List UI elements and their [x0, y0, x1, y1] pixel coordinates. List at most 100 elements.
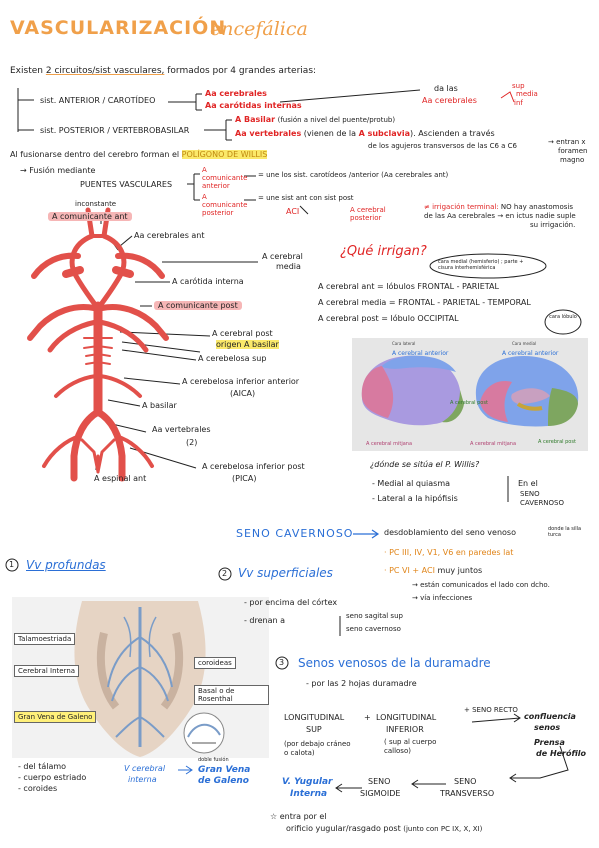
vein-box-rosenthal: Basal o de Rosenthal: [194, 685, 269, 705]
senos-entra2: orificio yugular/rasgado post: [286, 824, 401, 833]
brain-image: Cara lateral Cara medial A cerebral ante…: [352, 338, 588, 451]
donde-r3: CAVERNOSO: [520, 499, 565, 507]
posterior-vert-note1: (vienen de la: [303, 129, 357, 138]
senos-prensa1: Prensa: [534, 738, 565, 747]
seno-pc2b: muy juntos: [437, 566, 483, 575]
senos-entra3: (junto con PC IX, X, XI): [403, 825, 483, 833]
willis-comunic-ant: A comunicante anterior: [202, 166, 248, 190]
label-cer-media2: media: [276, 262, 301, 271]
willis-irrig3: de las Aa cerebrales: [424, 212, 496, 220]
brain-cara-lateral: Cara lateral: [392, 341, 416, 346]
brain-cara-medial: Cara medial: [512, 341, 537, 346]
label-vert1: Aa vertebrales: [152, 425, 211, 434]
donde-r1: En el: [518, 479, 538, 488]
seno-desc: desdoblamiento del seno venoso: [384, 528, 516, 537]
willis-irrig2: NO hay anastomosis: [500, 203, 574, 211]
senos-entra2-line: orificio yugular/rasgado post (junto con…: [286, 824, 482, 833]
veins-image: Talamoestriada Cerebral Interna Gran Ven…: [12, 597, 269, 758]
posterior-vert-line: Aa vertebrales (vienen de la A subclavia…: [235, 129, 495, 138]
anterior-label: sist. ANTERIOR / CAROTÍDEO: [40, 96, 156, 105]
anterior-red-2: Aa carótidas internas: [205, 101, 302, 110]
label-aica1: A cerebelosa inferior anterior: [182, 377, 300, 386]
vv-prof-galeno2: de Galeno: [198, 776, 249, 786]
seno-note2: → vía infecciones: [412, 594, 473, 602]
label-cer-ant: Aa cerebrales ant: [134, 231, 205, 240]
intro-rest: formados por 4 grandes arterias:: [167, 66, 317, 76]
willis-fusion: → Fusión mediante: [20, 166, 96, 175]
willis-poligono: POLÍGONO DE WILLIS: [181, 150, 268, 159]
brain-drawing: [361, 355, 579, 427]
vv-sup-title: Vv superficiales: [238, 566, 333, 580]
senos-long-inf2: INFERIOR: [386, 725, 424, 734]
label-cerebelosa-sup: A cerebelosa sup: [198, 354, 267, 363]
senos-entra1: ☆ entra por el: [270, 812, 327, 821]
donde-l1: - Medial al quiasma: [372, 479, 451, 488]
label-com-post: A comunicante post: [154, 301, 242, 310]
vv-prof-title: Vv profundas: [26, 558, 106, 572]
vv-sup-s4: seno cavernoso: [346, 625, 401, 633]
posterior-basilar-line: A Basilar (fusión a nivel del puente/pro…: [235, 115, 395, 124]
senos-prensa2: de Herófilo: [536, 749, 587, 758]
label-carotida: A carótida interna: [172, 277, 244, 286]
willis-comunic-post: A comunicante posterior: [202, 193, 248, 217]
senos-sup-al: ( sup al cuerpo calloso): [384, 738, 437, 755]
senos-trans1: SENO: [454, 777, 477, 786]
donde-question: ¿dónde se sitúa el P. Willis?: [370, 460, 480, 469]
label-cer-post: A cerebral post: [212, 329, 273, 338]
posterior-vert: Aa vertebrales: [235, 129, 302, 138]
senos-entra1-text: entra por el: [279, 812, 327, 821]
vv-prof-vci1: V cerebral: [124, 764, 166, 773]
irrigan-cara-lobulo: cara lóbulo: [549, 314, 577, 320]
page-title: VASCULARIZACIÓN: [10, 17, 227, 39]
senos-sig1: SENO: [368, 777, 391, 786]
vv-prof-dobl: doble fusión: [198, 757, 229, 763]
posterior-foramen: foramen: [558, 147, 588, 155]
vein-box-talamoestriada: Talamoestriada: [14, 633, 76, 645]
vv-prof-galeno1: Gran Vena: [198, 765, 251, 775]
label-basilar: A basilar: [142, 401, 177, 410]
veins-drawing: [74, 601, 225, 757]
senos-yug2: Interna: [290, 789, 328, 799]
posterior-entran: → entran x: [548, 138, 586, 146]
vv-prof-d2: - cuerpo estriado: [18, 773, 87, 782]
posterior-basilar: A Basilar: [235, 115, 276, 124]
intro-existen: Existen: [10, 66, 43, 76]
senos-recto: + SENO RECTO: [464, 706, 518, 714]
intro-line: Existen 2 circuitos/sist vasculares, for…: [10, 66, 316, 76]
vv-sup-s2: - drenan a: [244, 616, 286, 625]
brain-cer-anterior2: A cerebral anterior: [502, 350, 559, 357]
brain-cer-post2: A cerebral post: [538, 439, 576, 445]
anterior-dalas: da las: [434, 84, 458, 93]
anterior-inf: inf: [514, 99, 523, 107]
senos-long-inf1: LONGITUDINAL: [376, 713, 437, 722]
seno-pc2: · PC VI + ACI muy juntos: [384, 566, 482, 575]
willis-line1a: Al fusionarse dentro del cerebro forman …: [10, 150, 180, 159]
seno-donde: donde la silla turca: [548, 526, 582, 538]
label-inconstante: inconstante: [75, 200, 117, 208]
willis-irrig4: → en ictus nadie suple: [497, 212, 576, 220]
label-pica2: (PICA): [232, 474, 257, 483]
irrigan-question: ¿Qué irrigan?: [340, 244, 427, 259]
donde-r2: SENO: [520, 490, 540, 498]
vv-sup-num: 2: [222, 569, 228, 578]
senos-sig2: SIGMOIDE: [360, 789, 401, 798]
willis-line1: Al fusionarse dentro del cerebro forman …: [10, 150, 268, 159]
vv-prof-num: 1: [9, 560, 15, 569]
seno-title: SENO CAVERNOSO: [236, 527, 354, 540]
senos-conf1: confluencia: [524, 712, 576, 721]
willis-comunic-ant-txt: = une los sist. carotídeos /anterior (Aa…: [258, 171, 449, 179]
senos-num: 3: [279, 658, 285, 667]
label-cer-media1: A cerebral: [262, 252, 303, 261]
anterior-red-1: Aa cerebrales: [205, 89, 267, 98]
vein-box-galeno: Gran Vena de Galeno: [14, 711, 97, 723]
posterior-vert-note2: A subclavia: [358, 129, 410, 138]
label-origen: origen A basilar: [216, 340, 279, 349]
vv-sup-s3: seno sagital sup: [346, 612, 403, 620]
anterior-media: media: [516, 90, 538, 98]
posterior-vert-note3: ). Ascienden a través: [410, 129, 495, 138]
label-com-ant: A comunicante ant: [48, 212, 132, 221]
senos-long-sup2: SUP: [306, 725, 322, 734]
vv-sup-s1: - por encima del córtex: [244, 598, 338, 607]
irrigan-b3: A cerebral post = lóbulo OCCIPITAL: [318, 314, 459, 323]
